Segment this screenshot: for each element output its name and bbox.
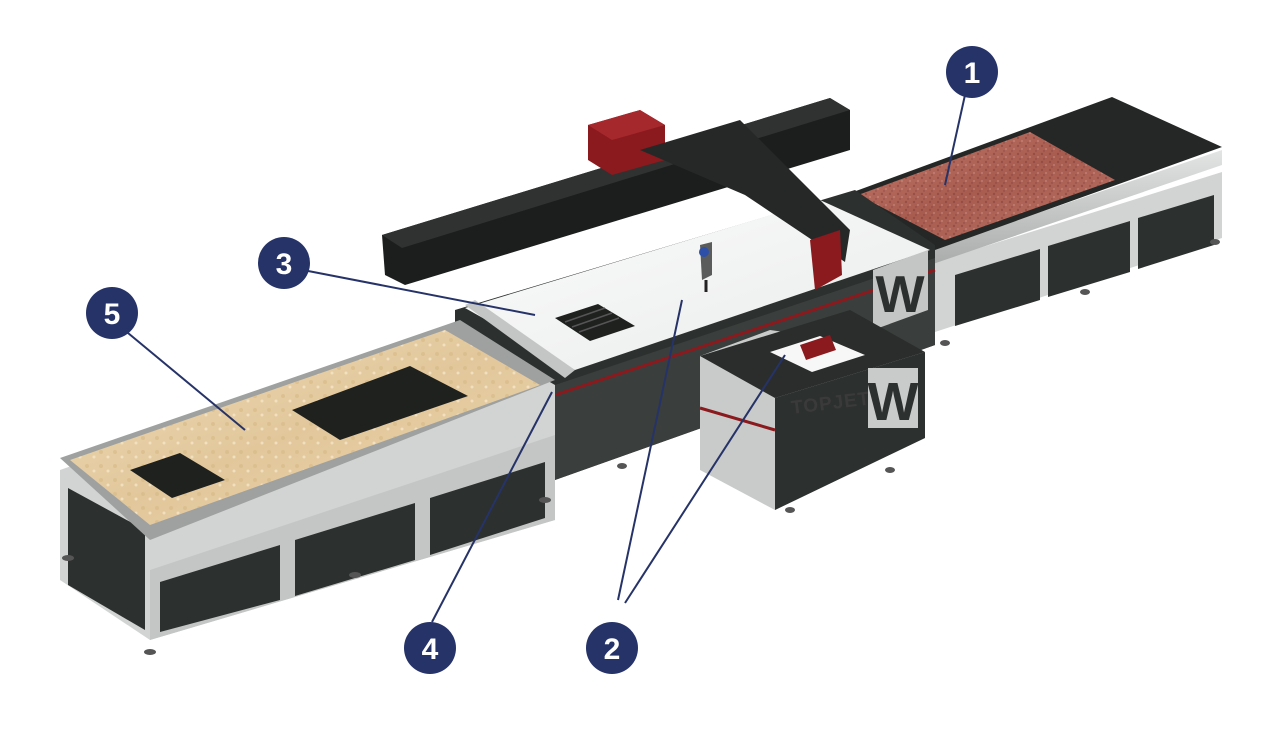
callout-badge-4: 4 <box>404 622 456 674</box>
callout-label-4: 4 <box>422 633 439 666</box>
callout-label-2: 2 <box>604 633 621 666</box>
unit-logo-panel <box>868 368 918 428</box>
callout-badge-2: 2 <box>586 622 638 674</box>
cut-out-small <box>130 453 225 498</box>
callout-badge-1: 1 <box>946 46 998 98</box>
callout-label-1: 1 <box>964 57 981 90</box>
callout-label-3: 3 <box>276 248 293 281</box>
front-cutting-unit: TOPJET W <box>699 310 925 513</box>
callout-badge-3: 3 <box>258 237 310 289</box>
callout-leaders <box>127 94 966 623</box>
leader-5 <box>127 332 246 431</box>
tank-logo-panel <box>873 250 928 330</box>
tank-logo-glyph: W <box>875 266 925 324</box>
leader-2a <box>617 299 683 601</box>
cut-out-large <box>292 366 468 440</box>
cut-pocket <box>555 304 635 341</box>
callout-label-5: 5 <box>104 298 121 331</box>
unit-logo-glyph: W <box>868 372 919 432</box>
right-loading-table <box>845 97 1222 346</box>
cross-beam <box>640 120 850 262</box>
leader-3 <box>302 269 536 316</box>
leader-4 <box>431 391 553 623</box>
callout-badge-5: 5 <box>86 287 138 339</box>
leader-1 <box>944 94 966 186</box>
leader-2b <box>624 354 786 604</box>
left-unloading-table <box>60 320 555 655</box>
